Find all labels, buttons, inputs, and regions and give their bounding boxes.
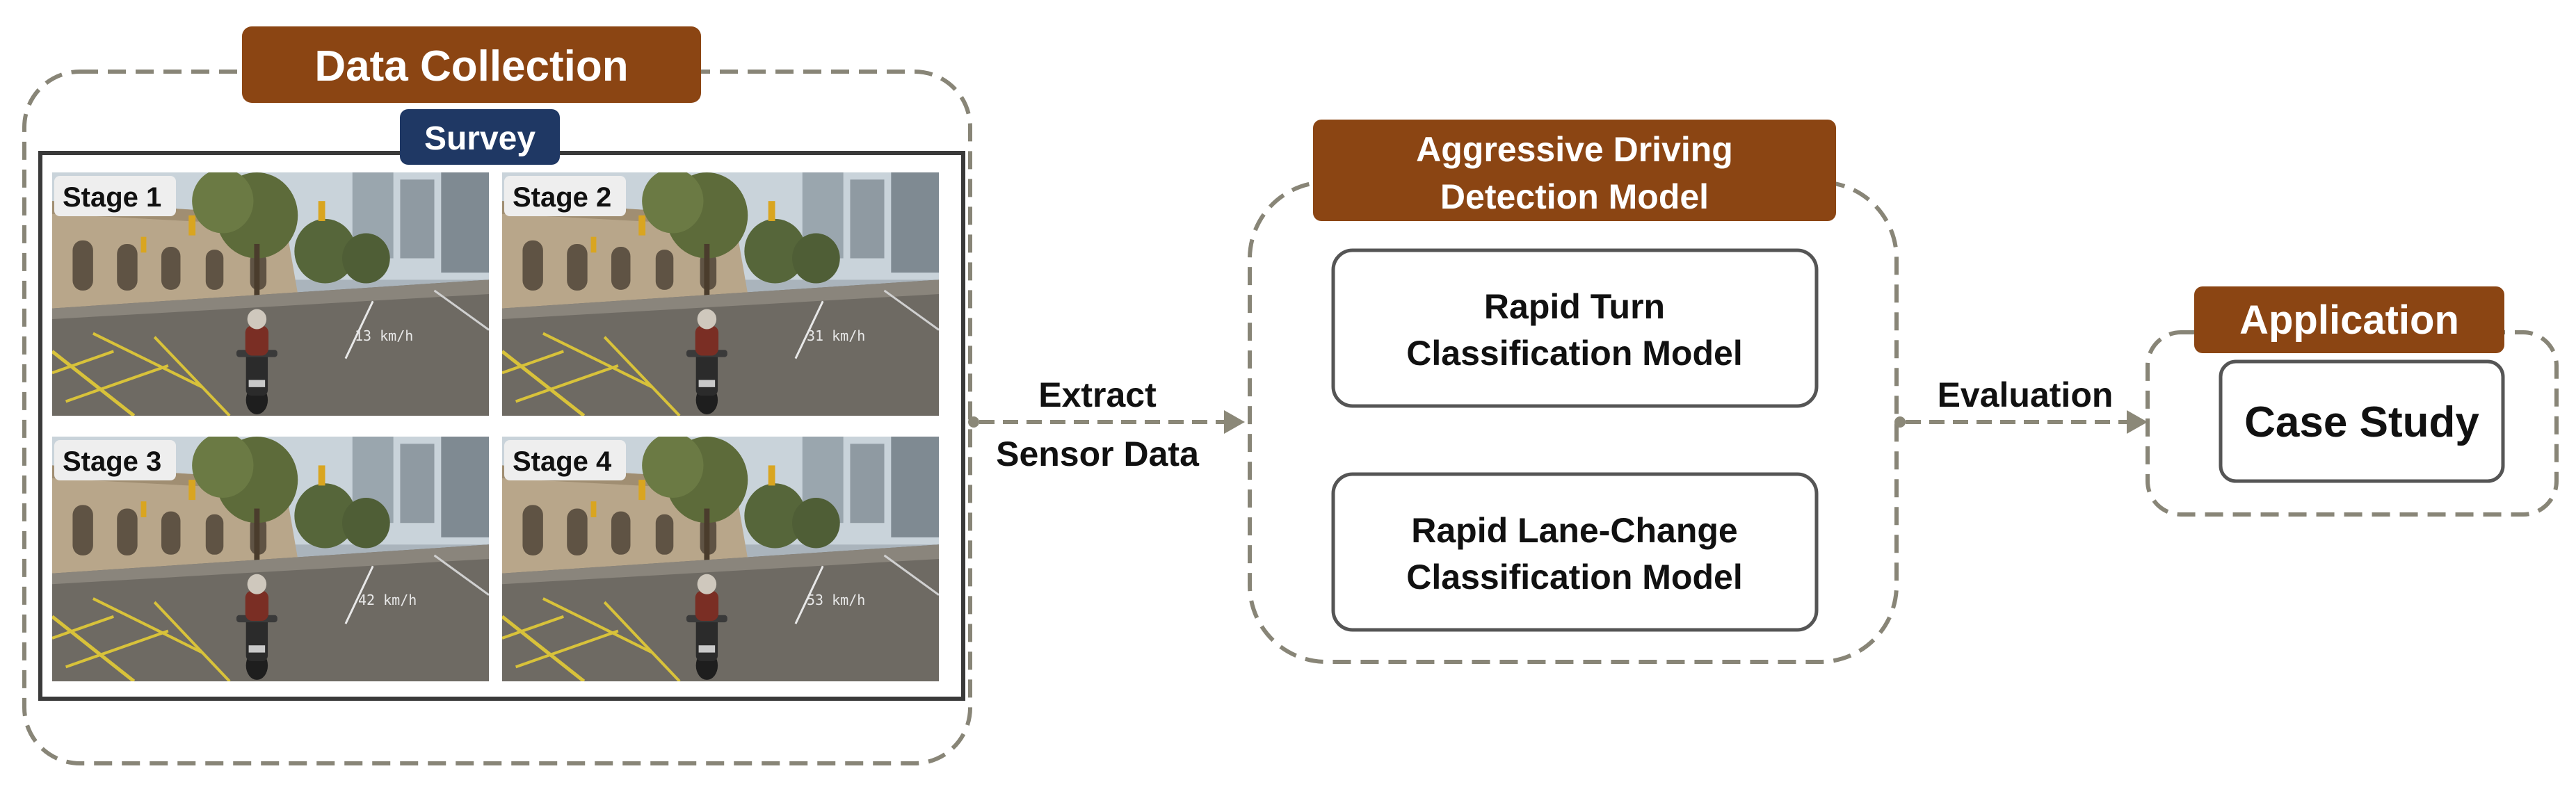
rapid-turn-model-line2: Classification Model: [1406, 334, 1742, 373]
survey-badge: [400, 109, 560, 165]
stage-3-speed: 42 km/h: [358, 592, 417, 608]
stage-4-label-box: [504, 440, 626, 480]
stage-1-label: Stage 1: [63, 182, 161, 213]
stage-1-label-box: [54, 176, 176, 216]
detection-header: [1313, 120, 1836, 221]
application-title: Application: [2239, 298, 2459, 343]
rapid-turn-model-box: [1331, 248, 1819, 408]
stage-1-panel: Stage 1 13 km/h: [52, 169, 489, 416]
rapid-lane-change-model-line2: Classification Model: [1406, 558, 1742, 597]
extract-arrow: Extract Sensor Data: [968, 375, 1245, 473]
data-collection-header: [242, 26, 701, 103]
extract-label-line2: Sensor Data: [996, 435, 1200, 473]
stage-1-speed: 13 km/h: [355, 327, 413, 344]
data-collection-section: Data Collection Survey Stage 1 13 km/h S…: [22, 26, 972, 765]
detection-section: Aggressive Driving Detection Model Rapid…: [1248, 120, 1899, 664]
stage-4-panel: Stage 4 53 km/h: [502, 433, 939, 681]
stage-3-label-box: [54, 440, 176, 480]
extract-arrow-start-dot: [968, 416, 979, 428]
rapid-lane-change-model-line1: Rapid Lane-Change: [1411, 511, 1737, 550]
detection-container: [1248, 180, 1899, 664]
application-header: [2194, 286, 2504, 353]
stage-3-panel: Stage 3 42 km/h: [52, 433, 489, 681]
stage-2-label: Stage 2: [513, 182, 611, 213]
application-section: Application Case Study: [2146, 286, 2559, 517]
stage-2-speed: 31 km/h: [807, 327, 865, 344]
rapid-lane-change-model-box: [1331, 472, 1819, 632]
detection-title-line2: Detection Model: [1440, 177, 1709, 216]
case-study-label: Case Study: [2244, 398, 2479, 446]
survey-label: Survey: [424, 120, 536, 157]
stage-2-panel: Stage 2 31 km/h: [502, 169, 939, 416]
evaluation-arrow-start-dot: [1894, 416, 1906, 428]
data-collection-title: Data Collection: [314, 42, 628, 90]
extract-label-line1: Extract: [1038, 375, 1157, 414]
stage-3-label: Stage 3: [63, 446, 161, 477]
extract-arrow-head: [1224, 410, 1245, 434]
rapid-turn-model-line1: Rapid Turn: [1484, 287, 1665, 326]
stage-4-speed: 53 km/h: [807, 592, 865, 608]
evaluation-arrow-head: [2127, 410, 2148, 434]
case-study-box: [2219, 359, 2505, 483]
evaluation-arrow: Evaluation: [1894, 375, 2148, 434]
detection-title-line1: Aggressive Driving: [1416, 130, 1733, 169]
stage-4-label: Stage 4: [513, 446, 612, 477]
stage-2-label-box: [504, 176, 626, 216]
evaluation-label: Evaluation: [1938, 375, 2114, 414]
